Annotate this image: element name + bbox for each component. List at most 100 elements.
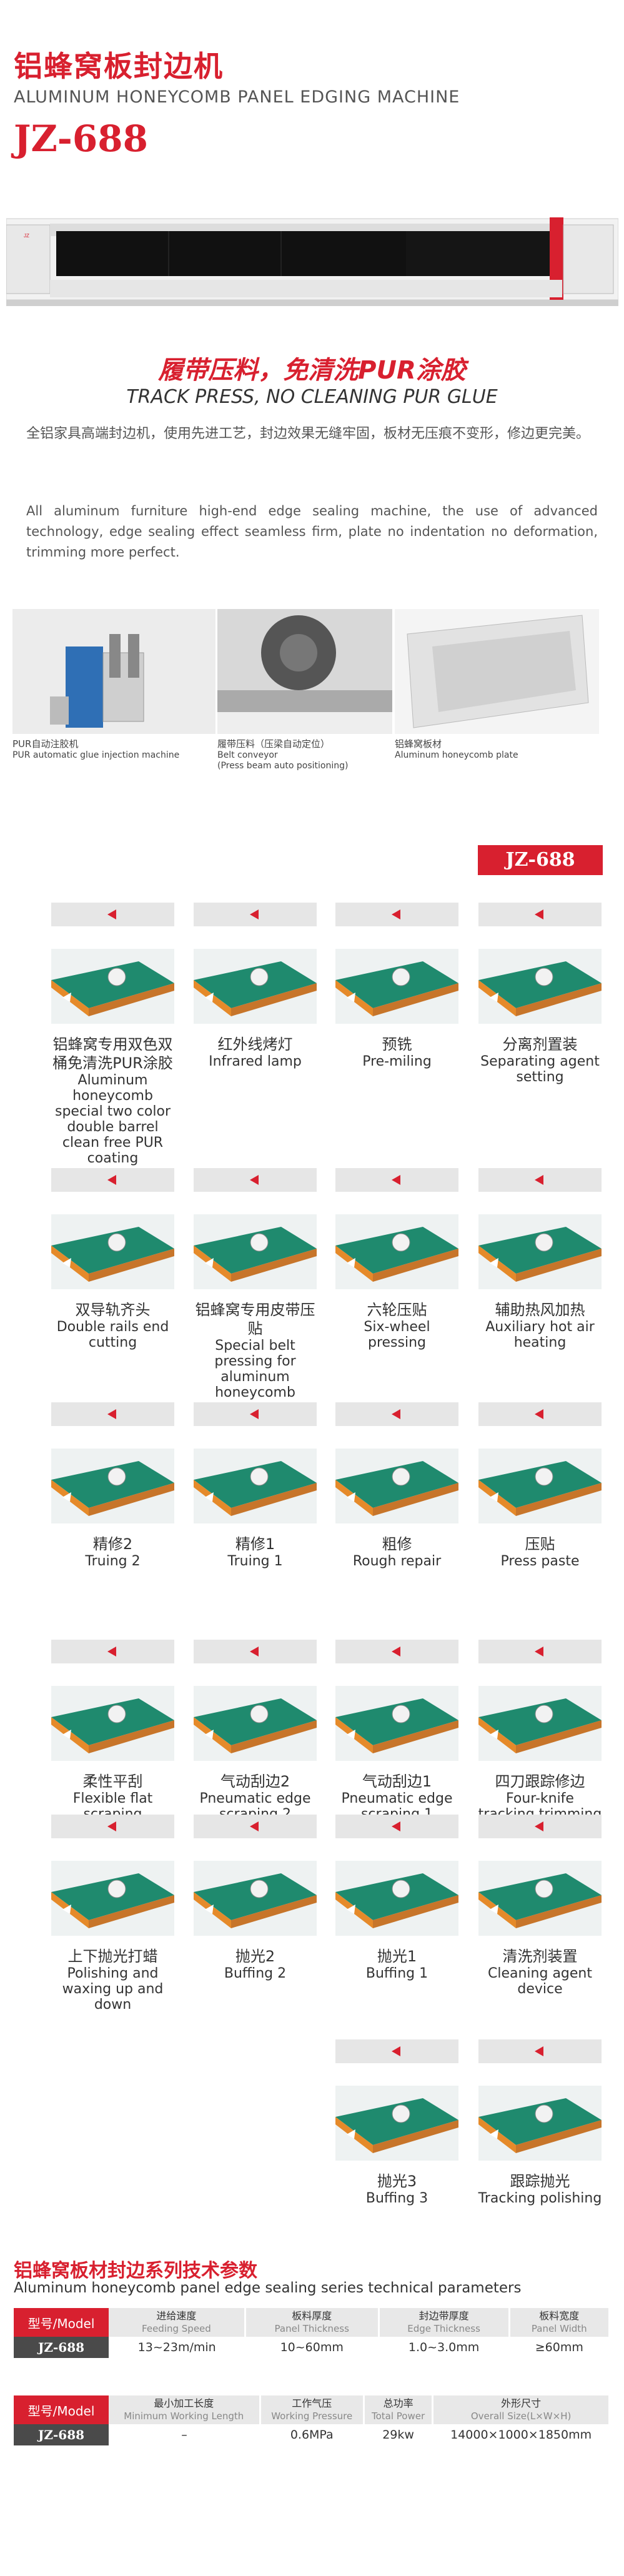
step-label-en: Buffing 1 — [365, 1966, 428, 1981]
table-cell: 13~23m/min — [137, 2341, 216, 2354]
lamp-icon — [194, 949, 317, 1024]
table-cell: 14000×1000×1850mm — [450, 2428, 592, 2442]
step-label-cn: 抛光3 — [377, 2172, 417, 2190]
table-row-model: JZ-688 — [14, 2424, 109, 2445]
page-subtitle: ALUMINUM HONEYCOMB PANEL EDGING MACHINE — [14, 87, 460, 107]
table-cell: 1.0~3.0mm — [408, 2341, 480, 2354]
photo-caption-en: Aluminum honeycomb plate — [395, 750, 518, 760]
step-label-en: Pre-miling — [362, 1054, 432, 1069]
step-arrow-bar — [478, 2039, 602, 2063]
step-label-cn: 压贴 — [525, 1535, 555, 1553]
arrow-left-icon — [107, 1821, 116, 1831]
belt-icon — [194, 1214, 317, 1289]
step-arrow-bar — [478, 1640, 602, 1663]
step-label-en: Infrared lamp — [209, 1054, 302, 1069]
step-arrow-bar — [335, 903, 458, 926]
step-arrow-bar — [335, 1402, 458, 1426]
step-label-en: Rough repair — [352, 1553, 442, 1569]
step-label-cn: 清洗剂装置 — [502, 1948, 578, 1965]
step-label-cn: 六轮压贴 — [367, 1301, 427, 1319]
step-label-cn: 预铣 — [382, 1036, 412, 1053]
step-label-en: Separating agent setting — [480, 1054, 600, 1085]
trim-icon — [335, 1449, 458, 1523]
step-label-cn: 气动刮边2 — [220, 1773, 290, 1790]
step-label-cn: 柔性平刮 — [82, 1773, 143, 1790]
table-cell: ≥60mm — [535, 2341, 583, 2354]
arrow-left-icon — [535, 1647, 543, 1657]
step-arrow-bar — [194, 1402, 317, 1426]
step-label-cn: 铝蜂窝专用双色双桶免清洗PUR涂胶 — [52, 1036, 173, 1072]
arrow-left-icon — [250, 909, 259, 919]
step-label-cn: 精修2 — [92, 1535, 133, 1553]
arrow-left-icon — [535, 2046, 543, 2056]
step-arrow-bar — [194, 903, 317, 926]
step-label-en: Press paste — [500, 1553, 580, 1569]
photo-caption-cn: 铝蜂窝板材 — [395, 738, 442, 750]
step-arrow-bar — [335, 1640, 458, 1663]
table-cell: 10~60mm — [280, 2341, 344, 2354]
arrow-left-icon — [392, 2046, 400, 2056]
buff-icon — [51, 1861, 174, 1936]
arrow-left-icon — [392, 1647, 400, 1657]
step-label-cn: 抛光2 — [235, 1948, 275, 1965]
arrow-left-icon — [392, 1821, 400, 1831]
arrow-left-icon — [107, 909, 116, 919]
table-row-model: JZ-688 — [14, 2337, 109, 2358]
step-label-cn: 四刀跟踪修边 — [495, 1773, 585, 1790]
buff-icon — [194, 1861, 317, 1936]
step-arrow-bar — [51, 903, 174, 926]
step-label-en: Special belt pressing for aluminum honey… — [214, 1338, 296, 1400]
spray-icon — [478, 1861, 602, 1936]
step-arrow-bar — [194, 1168, 317, 1192]
table-cell: – — [181, 2428, 187, 2442]
step-label-cn: 粗修 — [382, 1535, 412, 1553]
arrow-left-icon — [392, 909, 400, 919]
arrow-left-icon — [535, 1175, 543, 1185]
params-title-en: Aluminum honeycomb panel edge sealing se… — [14, 2280, 522, 2296]
step-arrow-bar — [478, 1402, 602, 1426]
arrow-left-icon — [250, 1647, 259, 1657]
step-arrow-bar — [478, 1168, 602, 1192]
glue-rollers-icon — [51, 949, 174, 1024]
step-arrow-bar — [478, 903, 602, 926]
model-number: JZ-688 — [14, 117, 148, 160]
table-header-label: 型号/Model — [14, 2395, 109, 2424]
step-label-en: Six-wheel pressing — [364, 1319, 430, 1350]
arrow-left-icon — [392, 1175, 400, 1185]
arrow-left-icon — [250, 1821, 259, 1831]
step-label-cn: 红外线烤灯 — [217, 1036, 293, 1053]
step-label-en: Buffing 2 — [224, 1966, 287, 1981]
saw-icon — [51, 1214, 174, 1289]
scraper-icon — [335, 1686, 458, 1761]
step-label-cn: 上下抛光打蜡 — [67, 1948, 158, 1965]
intro-cn: 全铝家具高端封边机，使用先进工艺，封边效果无缝牢固，板材无压痕不变形，修边更完美… — [26, 426, 590, 442]
buff-icon — [335, 1861, 458, 1936]
step-label-en: Cleaning agent device — [488, 1966, 592, 1997]
table-header-label: 型号/Model — [14, 2308, 109, 2337]
intro-en: All aluminum furniture high-end edge sea… — [26, 503, 598, 560]
step-arrow-bar — [194, 1640, 317, 1663]
trim-icon — [478, 1449, 602, 1523]
machine-illustration: JZ — [6, 217, 618, 306]
photo-caption-en: PUR automatic glue injection machine — [12, 750, 180, 760]
step-arrow-bar — [51, 1815, 174, 1838]
step-label-cn: 双导轨齐头 — [75, 1301, 151, 1319]
arrow-left-icon — [250, 1409, 259, 1419]
premill-icon — [335, 949, 458, 1024]
slogan-en: TRACK PRESS, NO CLEANING PUR GLUE — [126, 386, 498, 408]
